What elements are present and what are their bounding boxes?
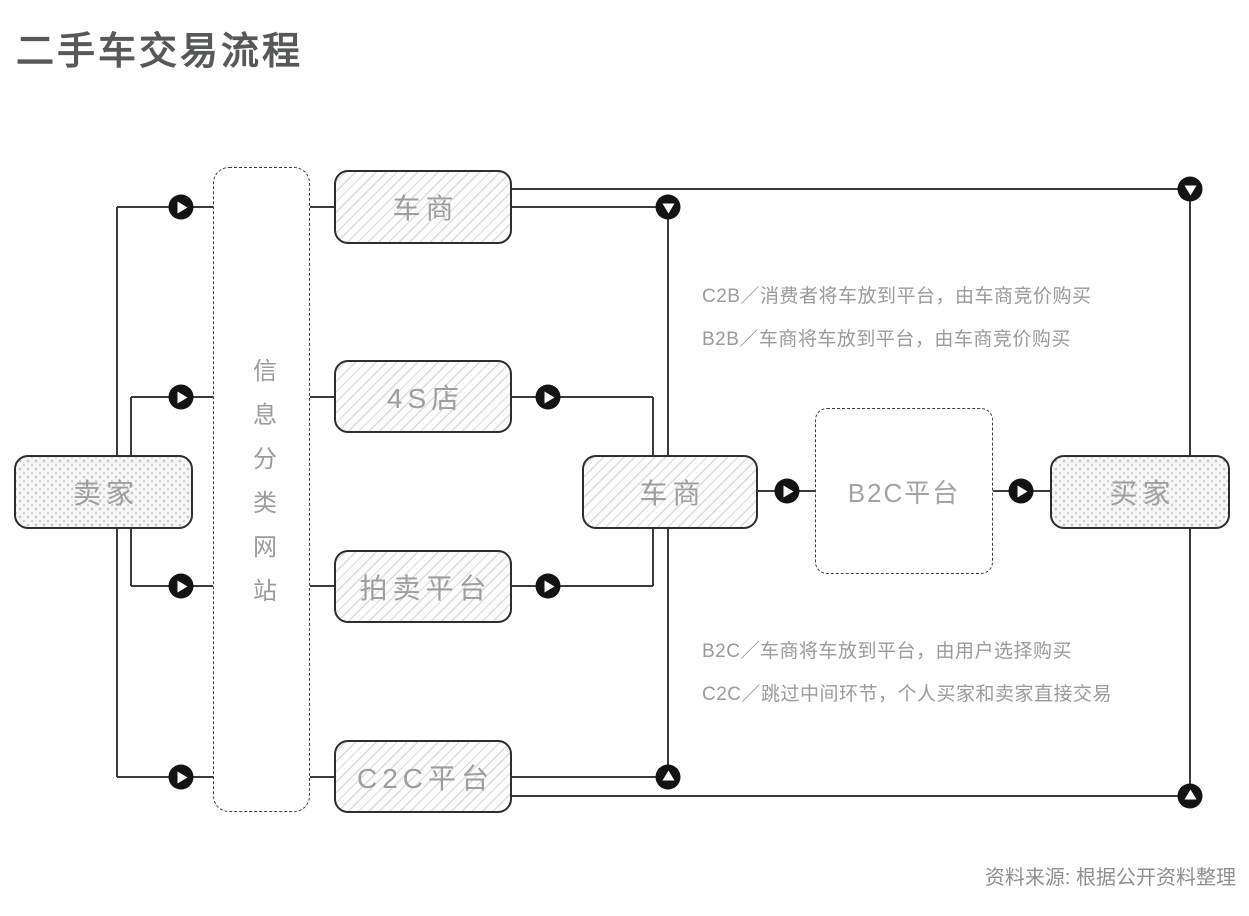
node-seller-label: 卖家 bbox=[72, 478, 139, 509]
arrow-right-icon bbox=[177, 771, 188, 783]
connector-line bbox=[116, 207, 118, 455]
arrow-right-icon bbox=[1017, 485, 1028, 497]
connector-line bbox=[130, 397, 132, 455]
node-c2c-platform: C2C平台 bbox=[334, 740, 512, 813]
node-b2c-platform-label: B2C平台 bbox=[847, 477, 961, 508]
connector-line bbox=[310, 585, 334, 587]
connector-line bbox=[512, 795, 1190, 797]
annotation-b2c: B2C／车商将车放到平台，由用户选择购买 bbox=[702, 641, 1072, 662]
arrow-down-icon bbox=[662, 203, 674, 214]
source-note: 资料来源: 根据公开资料整理 bbox=[984, 867, 1236, 889]
node-seller: 卖家 bbox=[14, 455, 193, 529]
page-title: 二手车交易流程 bbox=[16, 31, 304, 73]
annotation-c2b: C2B／消费者将车放到平台，由车商竞价购买 bbox=[702, 286, 1092, 307]
node-dealer-mid: 车商 bbox=[582, 455, 758, 529]
arrow-right-icon bbox=[544, 580, 555, 592]
node-buyer-label: 买家 bbox=[1109, 478, 1176, 509]
connector-line bbox=[130, 528, 132, 586]
arrow-right-icon bbox=[177, 201, 188, 213]
connector-line bbox=[310, 206, 334, 208]
flow-arrow bbox=[1008, 478, 1034, 504]
arrow-right-icon bbox=[783, 485, 794, 497]
arrow-right-icon bbox=[544, 391, 555, 403]
annotation-c2c: C2C／跳过中间环节，个人买家和卖家直接交易 bbox=[702, 684, 1113, 705]
connector-line bbox=[512, 206, 668, 208]
connector-line bbox=[310, 396, 334, 398]
connector-line bbox=[117, 776, 214, 778]
node-dealer-mid-label: 车商 bbox=[639, 478, 706, 509]
node-c2c-platform-label: C2C平台 bbox=[356, 762, 494, 794]
flow-arrow bbox=[168, 384, 194, 410]
arrow-up-icon bbox=[662, 770, 674, 781]
flow-arrow bbox=[535, 573, 561, 599]
flow-arrow bbox=[655, 764, 681, 790]
connector-line bbox=[512, 188, 1190, 190]
flow-arrow bbox=[168, 573, 194, 599]
flow-arrow bbox=[168, 194, 194, 220]
flow-arrow bbox=[774, 478, 800, 504]
arrow-down-icon bbox=[1184, 185, 1196, 196]
flow-arrow bbox=[655, 194, 681, 220]
connector-line bbox=[1189, 528, 1191, 796]
connector-line bbox=[512, 396, 653, 398]
arrow-up-icon bbox=[1184, 789, 1196, 800]
node-4s-shop: 4S店 bbox=[334, 360, 512, 433]
flow-arrow bbox=[535, 384, 561, 410]
connector-line bbox=[117, 206, 214, 208]
arrow-right-icon bbox=[177, 580, 188, 592]
flow-arrow bbox=[168, 764, 194, 790]
node-info-site-label: 信息分类网站 bbox=[248, 357, 276, 622]
connector-line bbox=[116, 528, 118, 777]
flow-arrow bbox=[1177, 783, 1203, 809]
connector-line bbox=[512, 776, 668, 778]
node-buyer: 买家 bbox=[1050, 455, 1230, 529]
flow-arrow bbox=[1177, 176, 1203, 202]
connector-line bbox=[512, 585, 653, 587]
node-dealer-top: 车商 bbox=[334, 170, 512, 244]
connector-line bbox=[1189, 189, 1191, 455]
arrow-right-icon bbox=[177, 391, 188, 403]
node-dealer-top-label: 车商 bbox=[392, 193, 459, 224]
node-4s-shop-label: 4S店 bbox=[386, 382, 465, 414]
node-info-site: 信息分类网站 bbox=[213, 167, 310, 812]
node-auction-platform: 拍卖平台 bbox=[334, 550, 512, 623]
node-auction-platform-label: 拍卖平台 bbox=[359, 572, 492, 604]
node-b2c-platform: B2C平台 bbox=[815, 408, 993, 574]
annotation-b2b: B2B／车商将车放到平台，由车商竞价购买 bbox=[702, 329, 1071, 350]
connector-line bbox=[310, 776, 334, 778]
